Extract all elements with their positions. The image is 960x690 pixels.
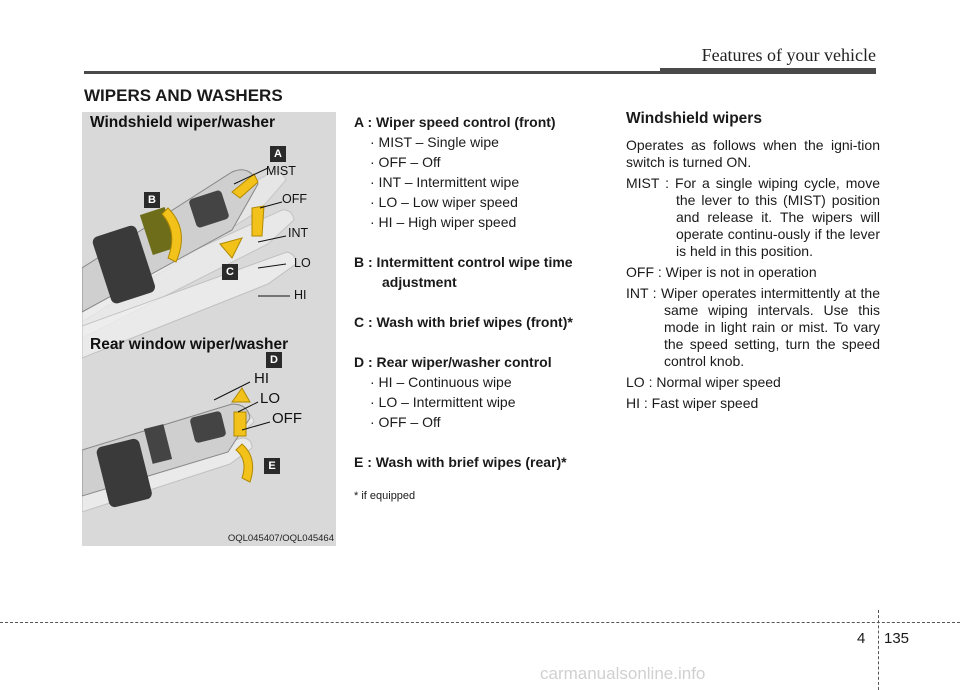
legend-a-item: · INT – Intermittent wipe — [370, 174, 520, 190]
rear-wiper-title: Rear window wiper/washer — [90, 336, 289, 353]
footer-divider — [878, 610, 879, 690]
legend-d-item: · OFF – Off — [370, 414, 441, 430]
callout-a: A — [270, 146, 286, 162]
callout-d: D — [266, 352, 282, 368]
header-accent-rule — [660, 68, 876, 71]
windshield-hi-desc: HI : Fast wiper speed — [626, 395, 759, 411]
footnote: * if equipped — [354, 490, 416, 502]
footer-rule — [0, 622, 960, 623]
legend-column: A : Wiper speed control (front) · MIST –… — [354, 112, 604, 506]
rear-position-off: OFF — [272, 410, 302, 427]
legend-a-title: A : Wiper speed control (front) — [354, 114, 556, 130]
windshield-intro: Operates as follows when the igni-tion s… — [626, 137, 880, 170]
legend-d-title: D : Rear wiper/washer control — [354, 354, 552, 370]
front-position-off: OFF — [282, 192, 307, 206]
chapter-number: 4 — [857, 630, 866, 647]
windshield-heading: Windshield wipers — [626, 110, 762, 127]
callout-b: B — [144, 192, 160, 208]
front-position-hi: HI — [294, 288, 307, 302]
rear-position-hi: HI — [254, 370, 269, 387]
rear-position-lo: LO — [260, 390, 281, 407]
windshield-int-desc: INT : Wiper operates intermittently at t… — [626, 285, 880, 369]
legend-d-item: · LO – Intermittent wipe — [370, 394, 516, 410]
front-wiper-title: Windshield wiper/washer — [90, 114, 276, 131]
windshield-lo-desc: LO : Normal wiper speed — [626, 374, 781, 390]
legend-a-item: · HI – High wiper speed — [370, 214, 517, 230]
callout-e: E — [264, 458, 280, 474]
windshield-off-desc: OFF : Wiper is not in operation — [626, 264, 817, 280]
front-position-mist: MIST — [266, 164, 296, 178]
legend-d-item: · HI – Continuous wipe — [370, 374, 512, 390]
legend-a-item: · MIST – Single wipe — [370, 134, 499, 150]
legend-b-title-cont: adjustment — [382, 274, 457, 290]
section-title: WIPERS AND WASHERS — [84, 86, 283, 105]
header-rule — [84, 71, 876, 74]
page-number: 135 — [884, 630, 910, 647]
windshield-wipers-column: Windshield wipers Operates as follows wh… — [626, 110, 880, 416]
wiper-figure: Windshield wiper/washer Rear window wipe… — [82, 112, 336, 546]
legend-b-title: B : Intermittent control wipe time — [354, 254, 573, 270]
figure-code: OQL045407/OQL045464 — [227, 533, 334, 544]
front-position-lo: LO — [294, 256, 311, 270]
legend-c-title: C : Wash with brief wipes (front)* — [354, 314, 573, 330]
front-position-int: INT — [288, 226, 309, 240]
callout-c: C — [222, 264, 238, 280]
page-header-title: Features of your vehicle — [701, 45, 876, 65]
legend-e-title: E : Wash with brief wipes (rear)* — [354, 454, 567, 470]
legend-a-item: · LO – Low wiper speed — [370, 194, 518, 210]
legend-a-item: · OFF – Off — [370, 154, 441, 170]
wiper-lever-illustration — [82, 167, 297, 513]
windshield-mist-desc: MIST : For a single wiping cycle, move t… — [626, 175, 880, 259]
watermark: carmanualsonline.info — [540, 664, 706, 683]
